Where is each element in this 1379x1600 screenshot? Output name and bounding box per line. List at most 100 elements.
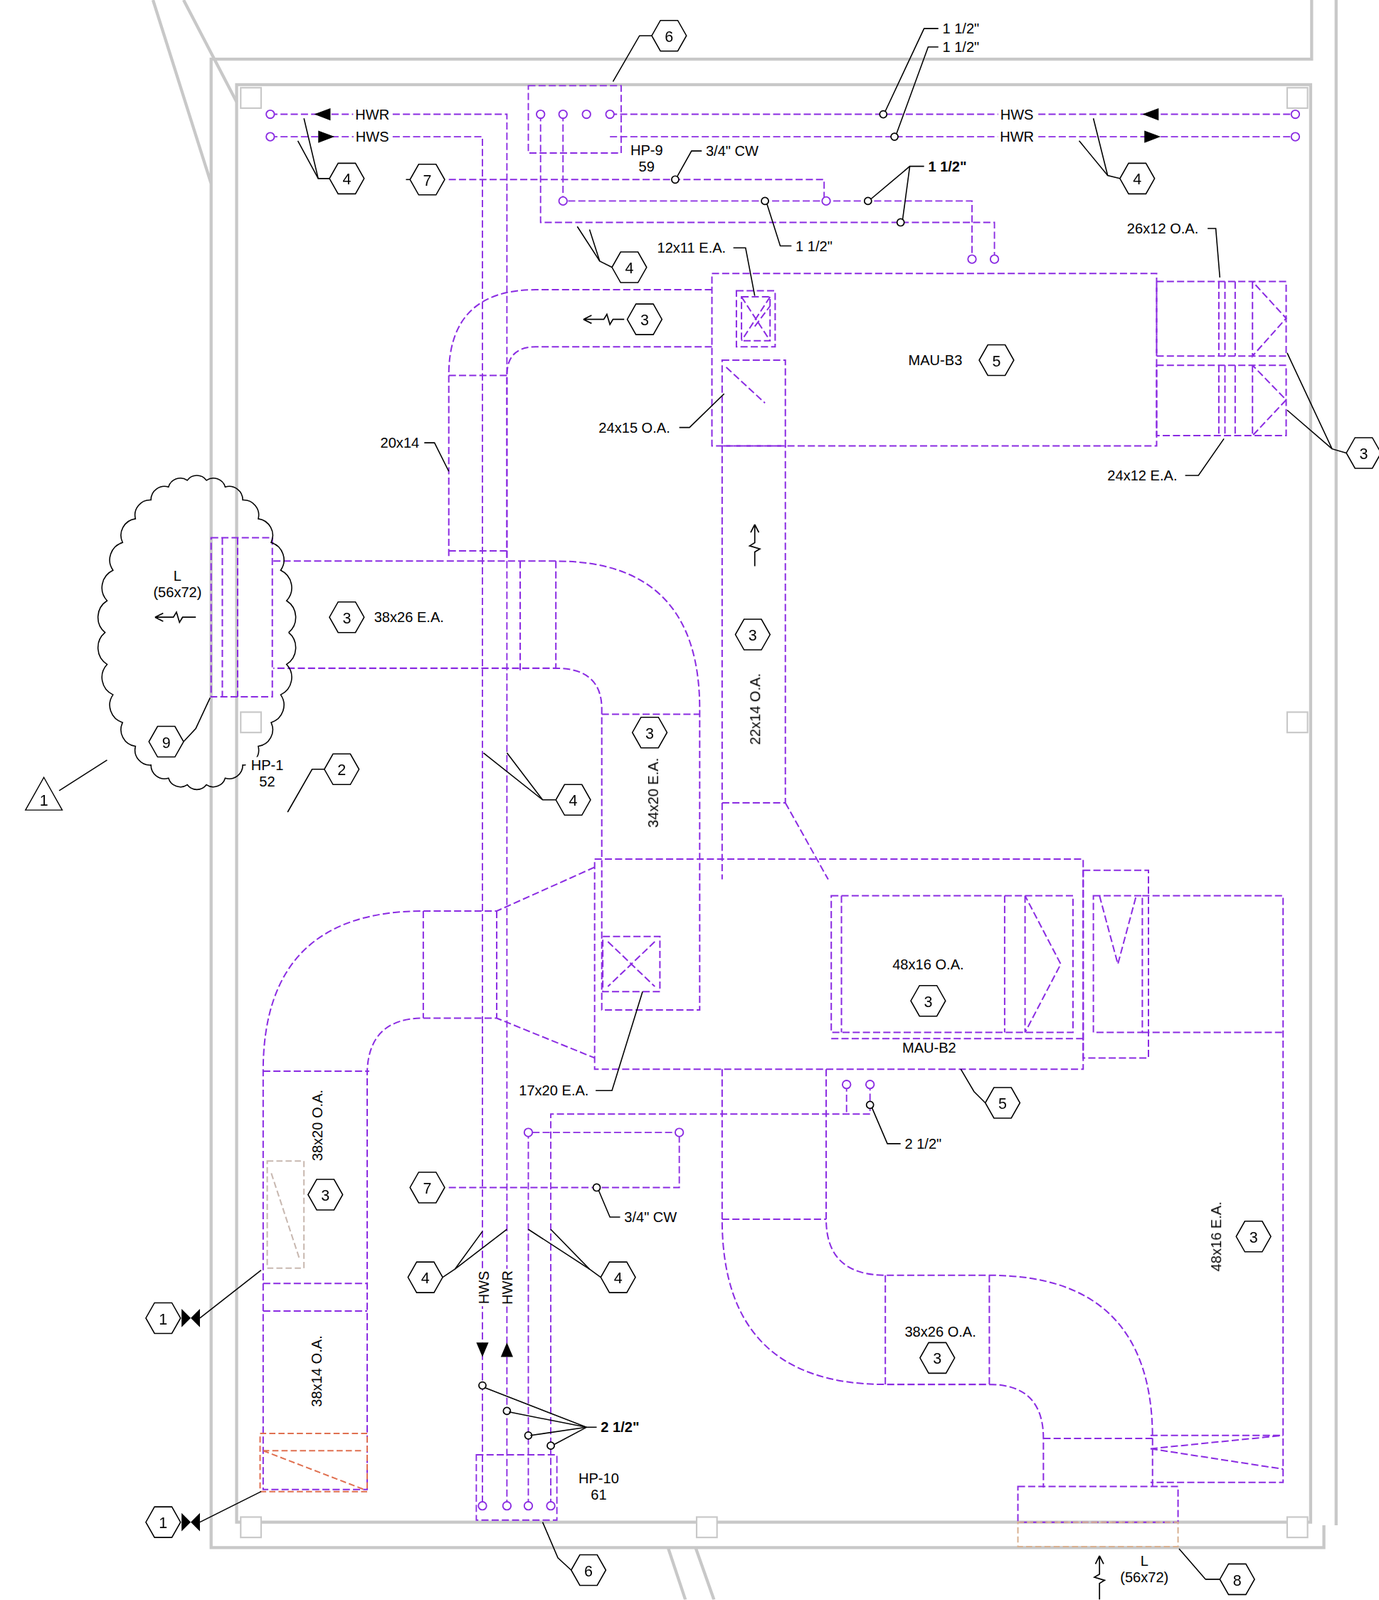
callout-hexagon: 1 (145, 1506, 181, 1537)
ductwork (741, 296, 770, 341)
leader-line (542, 1522, 572, 1570)
callout-hexagon: 3 (910, 985, 946, 1017)
pipe-end (821, 197, 830, 205)
callout-number: 3 (632, 717, 668, 742)
leader-line (454, 1228, 507, 1269)
callout-number: 6 (651, 20, 687, 45)
hexagon-shape (324, 753, 360, 785)
leader-line (528, 1228, 602, 1277)
hexagon-shape (329, 162, 365, 194)
label-holder: 48x16 O.A. (890, 955, 966, 972)
label-holder: 3/4" CW (703, 143, 761, 160)
plan-label: 38x26 O.A. (902, 1322, 979, 1340)
pipe-end (1291, 110, 1300, 119)
plan-label: 48x16 E.A. (1207, 1198, 1224, 1273)
plan-label: 3/4" CW (621, 1208, 679, 1226)
callout-hexagon: 3 (329, 601, 365, 633)
label-holder: 20x14 (378, 434, 422, 452)
leader-line (199, 1270, 262, 1318)
callout-hexagon: 3 (920, 1341, 955, 1373)
column-marker (1287, 87, 1308, 109)
callout-hexagon: 9 (148, 726, 184, 758)
label-holder: HWR (352, 106, 392, 123)
plan-label: 26x12 O.A. (1124, 220, 1201, 237)
callout-number: 3 (627, 303, 663, 329)
damper (1018, 1522, 1179, 1547)
callout-hexagon: 2 (324, 753, 360, 785)
hexagon-shape (910, 985, 946, 1017)
leader-line (1079, 140, 1108, 176)
flow-arrowhead (1142, 108, 1159, 121)
label-holder: 38x14 O.A. (308, 1332, 325, 1409)
callout-number: 4 (555, 784, 591, 809)
hexagon-shape (600, 1261, 636, 1293)
plan-label: MAU-B2 (900, 1039, 959, 1056)
pipe-end (536, 110, 545, 119)
piping (448, 114, 995, 260)
leader-line (1093, 118, 1120, 179)
leader-line (679, 393, 725, 427)
callout-hexagon: 4 (611, 251, 647, 283)
valve-symbol (181, 1512, 200, 1532)
leader-line (484, 1386, 597, 1427)
pipe-end (865, 1080, 874, 1088)
hexagon-shape (1235, 1221, 1271, 1252)
ductwork (263, 866, 595, 1489)
ductwork (1082, 870, 1149, 1059)
leader-line (612, 35, 653, 82)
plan-label: L (56x72) (1112, 1552, 1177, 1586)
ductwork (448, 289, 713, 559)
plan-label: MAU-B3 (906, 352, 965, 369)
hexagon-shape (329, 601, 365, 633)
hexagon-shape (571, 1554, 607, 1586)
hexagon-shape (985, 1087, 1021, 1118)
ductwork (722, 360, 786, 446)
leader-line (199, 1491, 262, 1523)
leader-line (1185, 438, 1224, 476)
damper (260, 1160, 1179, 1547)
label-holder: 38x20 O.A. (308, 1087, 326, 1163)
revision-triangle: 1 (25, 777, 63, 810)
hexagon-shape (148, 726, 184, 758)
leader-line (896, 46, 939, 134)
plan-label: HWS (353, 128, 392, 146)
ductwork (722, 445, 829, 879)
callout-number: 4 (407, 1261, 443, 1286)
leader-line (303, 118, 330, 179)
plan-label: 17x20 E.A. (516, 1082, 591, 1099)
ductwork (736, 291, 775, 348)
callout-hexagon: 4 (600, 1261, 636, 1293)
damper (271, 1172, 300, 1260)
airflow-arrow (155, 611, 196, 622)
callout-hexagon: 6 (571, 1554, 607, 1586)
callout-number: 7 (409, 164, 445, 189)
leader-dot (897, 218, 905, 226)
callout-hexagon: 3 (632, 717, 668, 748)
plan-label: 38x26 E.A. (372, 609, 447, 626)
leader-line (1207, 228, 1220, 278)
callout-number: 2 (324, 753, 360, 778)
plan-label: 38x14 O.A. (308, 1332, 325, 1409)
flow-arrowhead (313, 108, 331, 121)
label-holder: 1 1/2" (940, 38, 982, 55)
leader-dot (503, 1406, 511, 1414)
leader-line (506, 752, 543, 800)
plan-label: 48x16 O.A. (890, 955, 966, 972)
callout-number: 4 (329, 162, 365, 188)
label-holder: 17x20 E.A. (516, 1082, 591, 1099)
leader-dot (866, 1100, 874, 1108)
plan-label: HP-9 59 (625, 141, 669, 175)
leader-dot (879, 111, 887, 119)
leader-line (872, 1107, 901, 1144)
label-holder: HP-9 59 (625, 141, 669, 175)
leader-dot (864, 197, 872, 205)
callout-hexagon: 7 (409, 164, 445, 195)
column-marker (240, 87, 262, 109)
plan-label: HP-10 61 (573, 1470, 625, 1503)
callout-hexagon: 6 (651, 20, 687, 52)
pipe-end (967, 254, 976, 263)
label-holder: HWS (475, 1268, 492, 1307)
hexagon-shape (409, 1171, 445, 1203)
hexagon-shape (1219, 1563, 1255, 1594)
